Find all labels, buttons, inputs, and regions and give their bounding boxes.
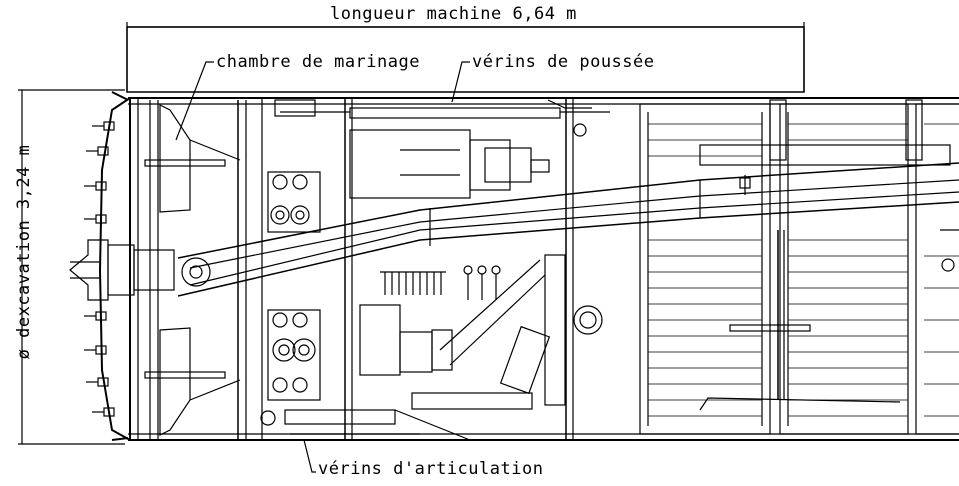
drive-motor xyxy=(349,129,550,199)
mucking-chamber xyxy=(144,100,247,440)
screw-conveyor xyxy=(177,162,959,297)
machine-length-dimension xyxy=(126,22,805,93)
thrust-jacks-label: vérins de poussée xyxy=(472,52,655,72)
pump-cluster-bottom xyxy=(267,309,321,401)
cutter-head xyxy=(69,91,175,441)
backup-segment-2 xyxy=(779,103,909,435)
valve-bank xyxy=(380,265,501,300)
backup-hatching xyxy=(648,123,959,417)
backup-segment-3 xyxy=(915,103,959,435)
articulation-jack xyxy=(260,409,471,441)
backup-segment-1 xyxy=(639,103,771,435)
diameter-dimension xyxy=(18,89,125,445)
thrust-jack xyxy=(274,99,610,137)
machine-length-label: longueur machine 6,64 m xyxy=(330,4,577,24)
machine-shell xyxy=(128,97,959,441)
articulation-jacks-label: vérins d'articulation xyxy=(318,459,544,479)
hydraulic-unit xyxy=(359,254,603,410)
mucking-chamber-label: chambre de marinage xyxy=(216,52,420,72)
cutter-teeth xyxy=(84,121,115,417)
backup-equipment xyxy=(699,99,959,411)
label-leaders xyxy=(175,61,470,473)
excavation-diameter-label: ø dexcavation 3,24 m xyxy=(14,144,34,360)
pump-cluster-top xyxy=(267,171,321,233)
